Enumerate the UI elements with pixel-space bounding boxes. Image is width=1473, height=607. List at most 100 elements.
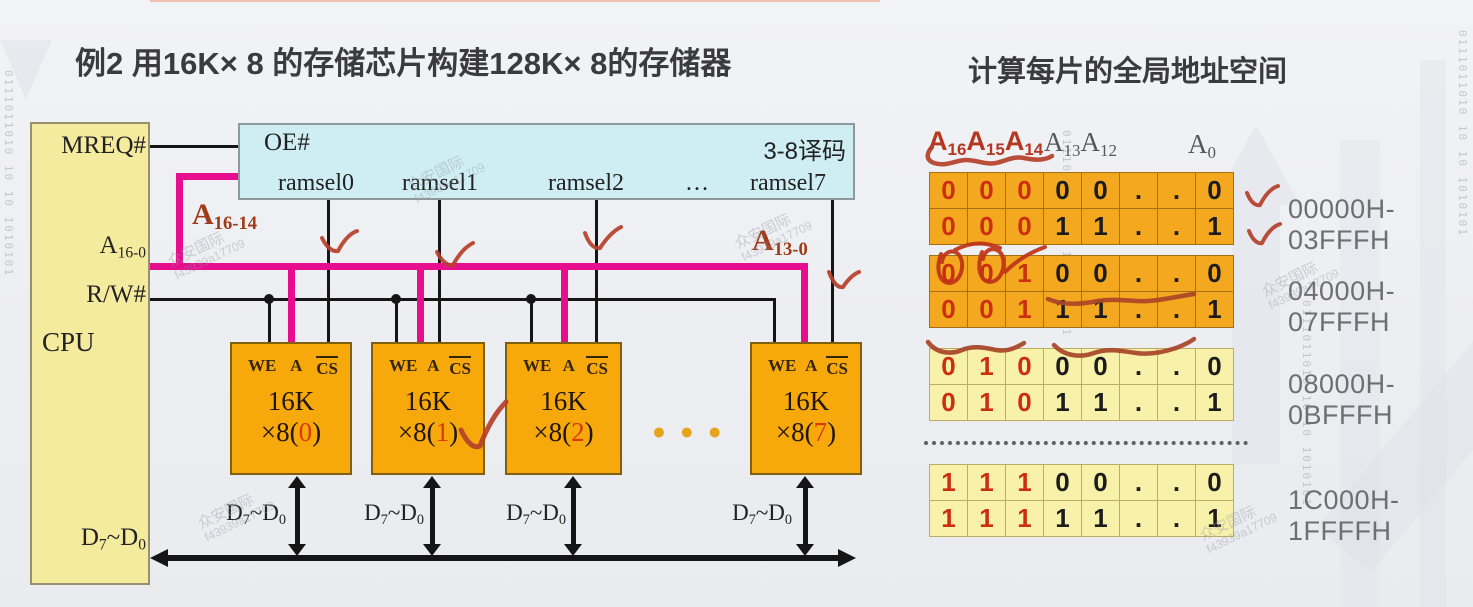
bus-label-a13-0: A13-0 [752,224,808,261]
data-arrow-chip7-down [796,544,814,556]
d-s1: 7 [522,511,530,528]
bit-cell: . [1119,291,1158,328]
data-bus-main [166,555,842,561]
address-range-1: 04000H-07FFFH [1288,276,1396,337]
bit-cell: 1 [1195,384,1234,421]
bus-label-a16-14: A16-14 [192,198,257,235]
bit-cell: 0 [929,384,968,421]
dbus-label-chip1: D7~D0 [338,500,424,529]
address-range-3: 1C000H-1FFFFH [1288,485,1400,546]
bit-cell: 0 [929,255,968,292]
wire-rw-drop-chip0 [268,300,271,342]
chip-size-label: 16K [782,386,830,416]
bit-cell: 1 [1081,500,1120,537]
data-arrow-chip7 [803,486,808,548]
checkmark-ramsel1 [435,241,475,268]
decoder-output-ellipsis: … [685,170,709,196]
wire-ramsel7 [831,200,834,342]
chip-number: 1 [435,417,450,447]
data-arrow-chip0-up [288,476,306,488]
a-low-base: A [752,224,774,257]
d-s1: 7 [242,511,250,528]
cpu-name: CPU [42,327,95,357]
dbus-label-chip0: D7~D0 [200,500,286,529]
bit-cell: 1 [1081,291,1120,328]
bit-cell: 0 [1043,464,1082,501]
bus-address-drop-chip2 [561,268,568,342]
mult-prefix: ×8( [260,417,299,447]
bit-cell: 0 [967,172,1006,209]
table-header-high-bits: A16A15A14 [928,126,1043,160]
hdr-s: 14 [1024,139,1044,159]
d-p1: D [226,500,243,525]
bit-cell: . [1157,291,1196,328]
wire-rw-horizontal [150,298,776,301]
bit-cell: 0 [967,255,1006,292]
bit-cell: 1 [1005,291,1044,328]
data-bus-arrow-right [838,549,856,567]
bus-address-riser [176,173,183,270]
bit-cell: 0 [929,348,968,385]
d-p1: D [80,524,99,551]
address-range-2: 08000H-0BFFFH [1288,369,1396,430]
d-p2: ~D [387,500,417,525]
bit-cell: 0 [1195,348,1234,385]
data-arrow-chip2-up [564,476,582,488]
mult-suffix: ) [584,417,594,447]
bit-cell: 1 [967,384,1006,421]
binary-watermark: 0111011010 10 10 1010101 [2,70,15,277]
data-arrow-chip2 [571,486,576,548]
background-arrow-shaft [1232,205,1280,465]
bit-cell: 0 [1081,172,1120,209]
table-dotted-separator [924,441,1248,445]
watermark-line2: f43939a17709 [172,235,248,283]
d-s1: 7 [98,536,107,554]
bit-cell: 1 [1043,291,1082,328]
d-s2: 0 [784,511,792,528]
address-range-0: 00000H-03FFFH [1288,194,1396,255]
d-p2: ~D [529,500,559,525]
hdr-s: 0 [1207,142,1217,162]
bit-cell: 0 [1195,255,1234,292]
cpu-pin-mreq: MREQ# [61,132,146,159]
mult-prefix: ×8( [533,417,572,447]
bit-cell: . [1157,464,1196,501]
chip-pin-we: WE [248,356,277,375]
chip-pin-a: A [805,356,818,375]
a-high-base: A [192,198,214,231]
data-bus-arrow-left [150,549,168,567]
data-arrow-chip7-up [796,476,814,488]
hdr-s: 16 [947,139,967,159]
dbus-label-chip2: D7~D0 [480,500,566,529]
chip-pin-we: WE [523,356,552,375]
chip-pin-a: A [562,356,575,375]
bit-cell: 0 [1043,255,1082,292]
d-p2: ~D [755,500,785,525]
slide-title-left: 例2 用16K× 8 的存储芯片构建128K× 8的存储器 [75,46,732,81]
mult-prefix: ×8( [397,417,436,447]
bit-cell: 1 [1043,208,1082,245]
bit-cell: . [1157,208,1196,245]
bit-cell: 1 [929,500,968,537]
hdr-a: A [1080,127,1101,157]
background-bar-2 [1420,60,1446,607]
chips-ellipsis-dots: ●●● [652,418,736,444]
data-arrow-chip2-down [564,544,582,556]
wire-rw-drop-chip1 [395,300,398,342]
bit-cell: . [1119,255,1158,292]
data-arrow-chip0 [295,486,300,548]
bit-cell: . [1119,172,1158,209]
data-arrow-chip1 [430,486,435,548]
dbus-label-chip7: D7~D0 [706,500,792,529]
chip-number: 0 [298,417,313,447]
